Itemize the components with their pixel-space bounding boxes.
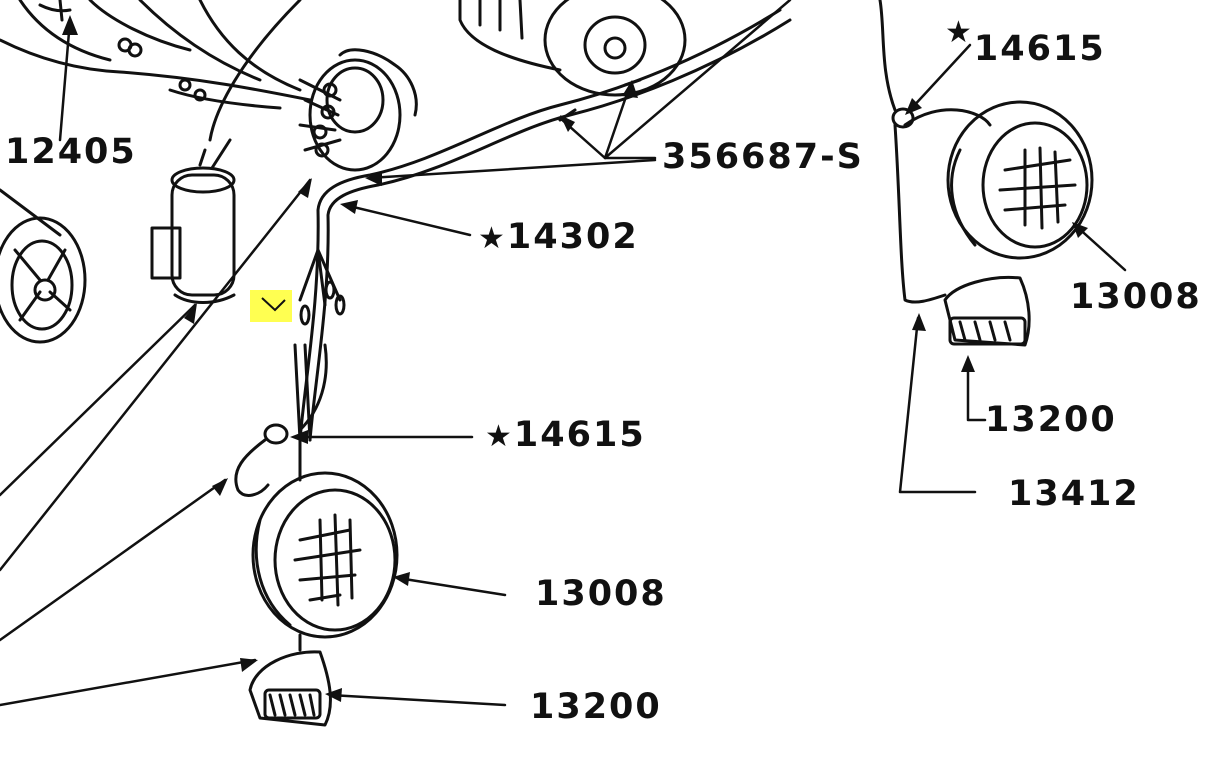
fan-pulley: [0, 188, 87, 344]
left-parking-lamp: [248, 633, 332, 727]
right-headlamp: [946, 100, 1094, 260]
ignition-coil: [150, 0, 302, 304]
right-lamp-lead: [878, 0, 992, 304]
label-13412: 13412: [1008, 474, 1140, 514]
left-lamp-lead: [234, 423, 302, 497]
star-icon: ★: [478, 221, 507, 256]
star-icon: ★: [485, 419, 514, 454]
label-14615-left: ★14615: [485, 418, 646, 453]
highlight-ground-symbol: [261, 297, 286, 312]
left-headlamp: [251, 471, 399, 639]
distributor: [298, 48, 418, 172]
label-14302: ★14302: [478, 220, 639, 255]
part-number: 14615: [513, 415, 646, 455]
leader-lines-left: [0, 15, 312, 707]
callout-leaders: [293, 0, 1127, 707]
engine-wiring-fragment: [0, 0, 312, 110]
right-parking-lamp: [943, 275, 1031, 347]
label-356687-s: 356687-S: [662, 137, 864, 177]
label-12405: 12405: [5, 132, 137, 172]
label-13008-right: 13008: [1070, 277, 1202, 317]
arrowheads: [184, 80, 1088, 702]
star-icon: ★: [945, 15, 974, 50]
wiring-harness: [293, 8, 792, 442]
label-13200-left: 13200: [530, 687, 662, 727]
generator: [458, 0, 687, 97]
label-13200-right: 13200: [985, 400, 1117, 440]
part-number: 14302: [506, 217, 639, 257]
label-13008-left: 13008: [535, 574, 667, 614]
part-number: 14615: [973, 29, 1106, 69]
label-14615-right: ★14615: [945, 15, 1106, 67]
